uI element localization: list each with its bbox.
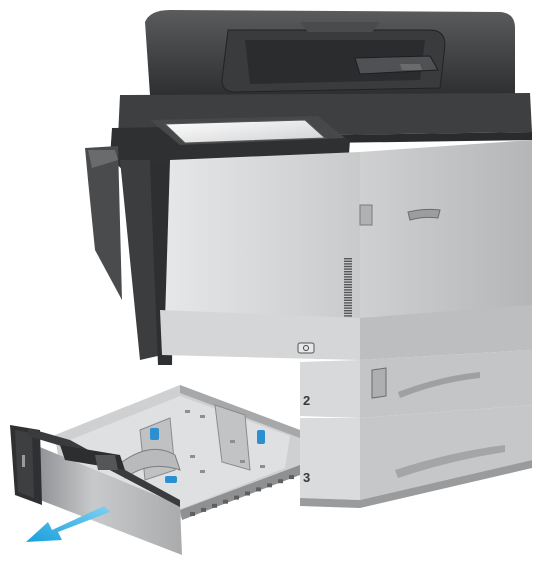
tray-2[interactable]: 2 xyxy=(300,350,532,418)
guide-release-tab-right[interactable] xyxy=(257,430,265,444)
tray-2-label: 2 xyxy=(303,393,310,408)
vent-slot xyxy=(344,265,352,268)
rail-notch xyxy=(289,475,294,480)
tray-hole xyxy=(230,440,235,443)
vent-slot xyxy=(344,304,352,307)
paper-length-guide[interactable] xyxy=(117,448,181,479)
side-door-handle[interactable] xyxy=(407,208,441,221)
vent-grille xyxy=(344,258,352,325)
vent-slot xyxy=(344,310,352,312)
vent-slot xyxy=(344,278,352,281)
output-bin xyxy=(85,146,162,360)
tray-hole xyxy=(240,460,245,463)
pull-direction-arrow-icon xyxy=(26,506,110,542)
rail-notch xyxy=(267,483,272,488)
tray-hole xyxy=(200,470,205,473)
vent-slot xyxy=(344,260,352,262)
guide-release-tab-left[interactable] xyxy=(150,428,159,440)
tray-hole xyxy=(200,415,205,418)
tray-floor-holes xyxy=(185,410,265,473)
rail-notch xyxy=(245,491,250,496)
vent-slot xyxy=(344,276,352,278)
vent-slot xyxy=(344,291,352,294)
rail-notch xyxy=(201,507,206,512)
rail-notch xyxy=(256,487,261,492)
vent-slot xyxy=(344,294,352,296)
vent-slot xyxy=(344,263,352,265)
vent-slot xyxy=(344,281,352,283)
open-paper-tray[interactable] xyxy=(10,385,300,555)
vent-slot xyxy=(344,302,352,304)
tray-hole xyxy=(260,465,265,468)
vent-slot xyxy=(344,307,352,309)
vent-slot xyxy=(344,271,352,273)
vent-slot xyxy=(344,312,352,314)
vent-slot xyxy=(344,284,352,286)
power-button-icon[interactable] xyxy=(297,342,315,354)
tray-3-label: 3 xyxy=(303,470,310,485)
tray-hole xyxy=(185,410,190,413)
vent-slot xyxy=(344,297,352,299)
tray-3-housing: 3 xyxy=(300,405,532,508)
rail-notch xyxy=(212,503,217,508)
lower-body xyxy=(160,305,532,360)
tray-side-rail xyxy=(190,475,294,516)
vent-slot xyxy=(344,299,352,301)
vent-slot xyxy=(344,286,352,288)
tray-2-handle[interactable] xyxy=(371,367,387,399)
touchscreen-display[interactable] xyxy=(163,119,327,144)
rail-notch xyxy=(190,512,195,516)
rail-notch xyxy=(278,479,283,484)
document-feeder xyxy=(145,10,515,95)
paper-width-guide[interactable] xyxy=(214,404,251,471)
tray-front-panel[interactable] xyxy=(35,445,182,555)
vent-slot xyxy=(344,273,352,275)
rail-notch xyxy=(223,499,228,504)
tray-hole xyxy=(190,455,195,458)
vent-slot xyxy=(344,315,352,317)
rail-notch xyxy=(234,495,239,500)
vent-slot xyxy=(344,289,352,291)
vent-slot xyxy=(344,268,352,270)
vent-slot xyxy=(344,258,352,260)
